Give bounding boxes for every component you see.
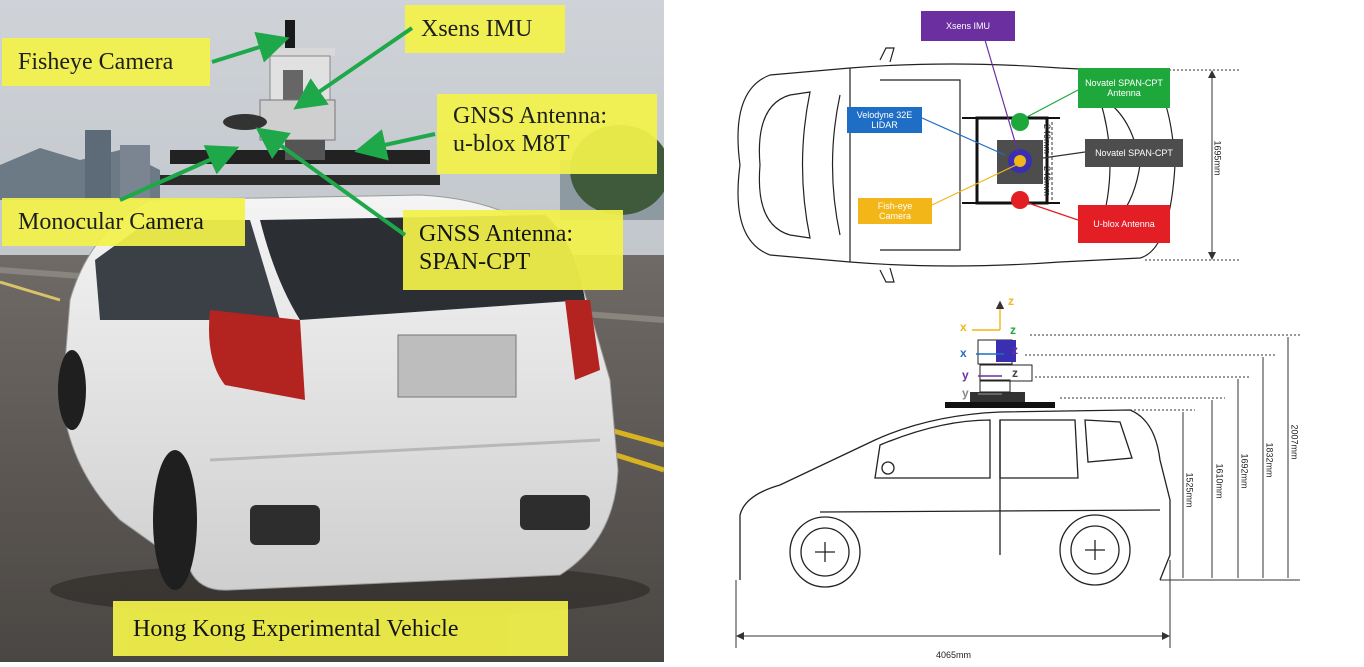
gnss-span-label-line1: GNSS Antenna: (419, 221, 574, 247)
axis-z-span: z (1012, 366, 1018, 380)
axis-z-lidar: z (1010, 323, 1016, 337)
gnss-ublox-label: GNSS Antenna: u-blox M8T (437, 94, 657, 174)
gnss-ublox-label-line1: GNSS Antenna: (453, 103, 608, 129)
top-offset-dim-2: 240mm (1042, 165, 1053, 197)
axis-z-imu: z (1012, 343, 1018, 357)
gnss-span-label-line2: SPAN-CPT (419, 249, 531, 275)
xsens-imu-box: Xsens IMU (921, 11, 1015, 41)
vehicle-photo: Fisheye Camera Xsens IMU GNSS Antenna: u… (0, 0, 664, 662)
gnss-ublox-label-line2: u-blox M8T (453, 131, 570, 157)
top-offset-dim-1: 240mm (1042, 123, 1053, 155)
gnss-span-label: GNSS Antenna: SPAN-CPT (403, 210, 623, 290)
fisheye-camera-label: Fisheye Camera (2, 38, 210, 86)
length-dim: 4065mm (936, 650, 972, 660)
height-dim-2007: 2007mm (1289, 424, 1300, 460)
velodyne-lidar-box: Velodyne 32E LIDAR (847, 107, 922, 133)
vehicle-caption: Hong Kong Experimental Vehicle (113, 601, 568, 656)
xsens-imu-label: Xsens IMU (405, 5, 565, 53)
ublox-antenna-box: U-blox Antenna (1078, 205, 1170, 243)
monocular-camera-label: Monocular Camera (2, 198, 245, 246)
novatel-span-box: Novatel SPAN-CPT (1085, 139, 1183, 167)
axis-y-span: y (962, 386, 969, 400)
axis-x-lidar: x (960, 346, 967, 360)
axis-y-imu: y (962, 368, 969, 382)
sensor-layout-diagram: Xsens IMU Novatel SPAN-CPT Antenna Velod… (700, 0, 1364, 662)
axis-z-fisheye: z (1008, 294, 1014, 308)
height-dim-1525: 1525mm (1184, 472, 1195, 508)
vehicle-line-drawing (735, 39, 1300, 648)
top-width-dim: 1695mm (1212, 140, 1223, 176)
fisheye-camera-box: Fish-eye Camera (858, 198, 932, 224)
axis-x-fisheye: x (960, 320, 967, 334)
novatel-antenna-box: Novatel SPAN-CPT Antenna (1078, 68, 1170, 108)
height-dim-1692: 1692mm (1239, 453, 1250, 489)
height-dim-1610: 1610mm (1214, 463, 1225, 499)
height-dim-1832: 1832mm (1264, 442, 1275, 478)
